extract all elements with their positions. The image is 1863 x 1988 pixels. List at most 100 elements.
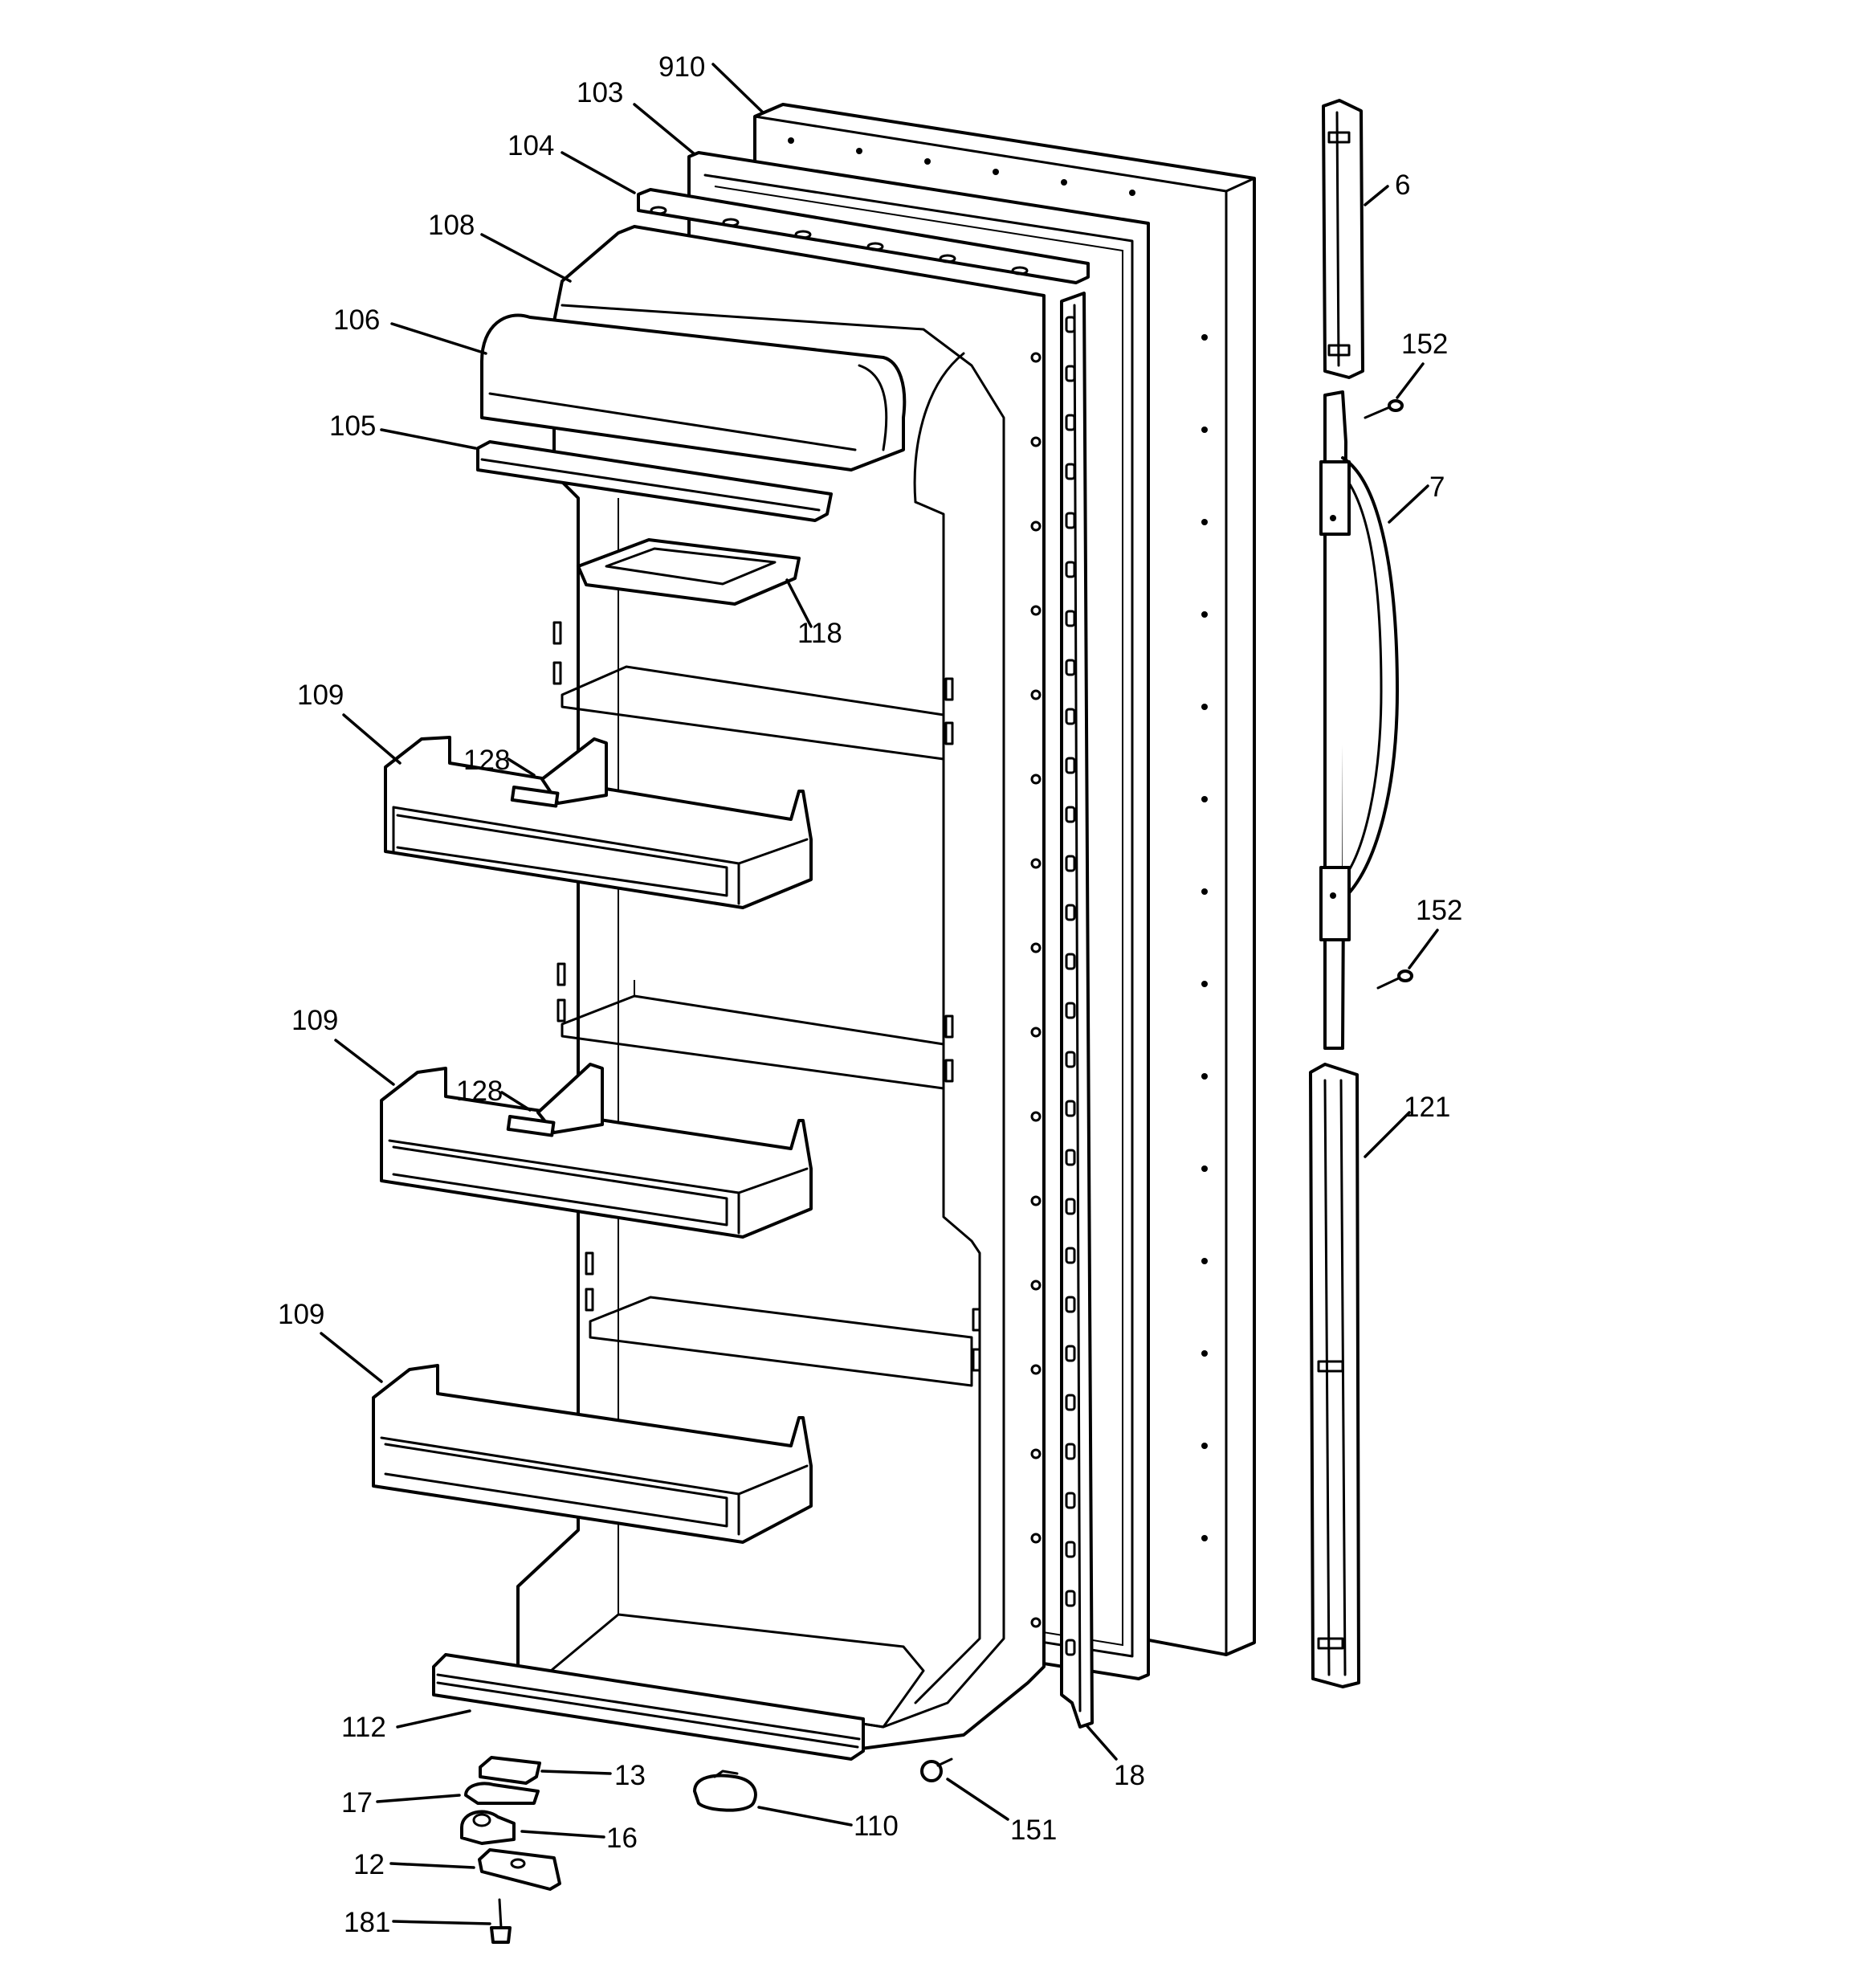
hinge-strip-slot	[1065, 1590, 1076, 1607]
callout-151: 151	[1010, 1815, 1057, 1846]
screw-part-152-upper	[1364, 399, 1404, 419]
screw-part-181	[490, 1898, 512, 1944]
strip-slot	[939, 254, 956, 263]
callout-112: 112	[341, 1712, 386, 1743]
liner-screw-hole	[1030, 689, 1042, 700]
liner-slot	[972, 1348, 981, 1372]
hinge-strip-slot	[1065, 1198, 1076, 1215]
panel-fastener-dot	[1201, 796, 1208, 802]
hinge-strip-slot	[1065, 806, 1076, 823]
hinge-strip-slot	[1065, 855, 1076, 872]
liner-screw-hole	[1030, 605, 1042, 616]
hinge-part-12	[478, 1848, 561, 1891]
callout-152-upper: 152	[1401, 329, 1448, 360]
panel-fastener-dot	[924, 158, 931, 165]
panel-fastener-dot	[993, 169, 999, 175]
handle-part-7	[1319, 390, 1399, 1050]
hinge-strip-slot	[1065, 365, 1076, 382]
hinge-strip-slot	[1065, 316, 1076, 333]
tray-part-118	[577, 538, 801, 606]
panel-fastener-dot	[856, 148, 862, 154]
hinge-strip-slot	[1065, 1296, 1076, 1313]
cap-part-110	[693, 1770, 757, 1812]
liner-slot	[944, 677, 954, 701]
strip-slot	[722, 218, 740, 227]
leader-lines	[320, 63, 1439, 1925]
trim-strip-part-121	[1309, 1063, 1360, 1688]
bottom-rail-part-112	[432, 1653, 865, 1761]
hinge-strip-slot	[1065, 1443, 1076, 1460]
panel-fastener-dot	[1201, 1535, 1208, 1541]
callout-109-middle: 109	[291, 1005, 338, 1036]
hinge-strip-slot	[1065, 1002, 1076, 1019]
callout-105: 105	[329, 410, 376, 442]
panel-fastener-dot	[1201, 704, 1208, 710]
hinge-plate-part-13	[479, 1756, 541, 1785]
liner-screw-hole	[1030, 858, 1042, 869]
callout-108: 108	[428, 210, 475, 241]
panel-fastener-dot	[1201, 888, 1208, 895]
panel-fastener-dot	[1201, 1073, 1208, 1080]
hinge-strip-slot	[1065, 512, 1076, 529]
panel-fastener-dot	[1201, 1443, 1208, 1449]
callout-910: 910	[658, 51, 705, 83]
callout-labels: 910 103 104 108 106 105 118 109 128 109 …	[278, 51, 1462, 1938]
callout-16: 16	[606, 1823, 638, 1854]
door-bin-part-109-upper	[384, 736, 813, 909]
hinge-strip-slot	[1065, 463, 1076, 480]
liner-slot	[944, 1014, 954, 1039]
hinge-strip-slot	[1065, 1051, 1076, 1068]
callout-13: 13	[614, 1760, 646, 1791]
strip-slot	[1011, 266, 1029, 276]
callout-128-upper: 128	[463, 745, 510, 776]
callout-121: 121	[1404, 1092, 1450, 1123]
hinge-strip-slot	[1065, 904, 1076, 921]
liner-screw-hole	[1030, 1027, 1042, 1038]
bushing-part-16	[460, 1810, 516, 1845]
hinge-strip-slot	[1065, 1394, 1076, 1411]
screw-part-152-lower	[1376, 970, 1413, 990]
panel-fastener-dot	[1201, 334, 1208, 341]
top-bin-part-106	[480, 313, 907, 471]
hinge-strip-slot	[1065, 1149, 1076, 1166]
hinge-strip-slot	[1065, 757, 1076, 774]
callout-152-lower: 152	[1416, 895, 1462, 926]
liner-slot	[972, 1308, 981, 1332]
panel-fastener-dot	[1201, 611, 1208, 618]
panel-fastener-dot	[788, 137, 794, 144]
liner-screw-hole	[1030, 942, 1042, 953]
callout-181: 181	[344, 1907, 390, 1938]
hinge-strip-slot	[1065, 610, 1076, 627]
hinge-strip-slot	[1065, 1100, 1076, 1117]
callout-128-middle: 128	[456, 1076, 503, 1107]
liner-slot	[944, 721, 954, 745]
bin-front-part-105	[476, 440, 833, 522]
door-bin-part-109-middle	[380, 1063, 813, 1239]
callout-104: 104	[508, 130, 554, 161]
hinge-strip-slot	[1065, 561, 1076, 578]
hinge-strip-slot	[1065, 414, 1076, 431]
liner-screw-hole	[1030, 1617, 1042, 1628]
panel-fastener-dot	[1201, 981, 1208, 987]
panel-fastener-dot	[1201, 1258, 1208, 1264]
panel-fastener-dot	[1201, 1165, 1208, 1172]
hinge-strip-slot	[1065, 953, 1076, 970]
liner-screw-hole	[1030, 1195, 1042, 1206]
callout-17: 17	[341, 1787, 373, 1819]
liner-slot	[552, 621, 562, 645]
liner-screw-hole	[1030, 520, 1042, 532]
panel-fastener-dot	[1201, 427, 1208, 433]
hinge-strip-slot	[1065, 708, 1076, 725]
liner-screw-hole	[1030, 436, 1042, 447]
panel-fastener-dot	[1061, 179, 1067, 186]
strip-slot	[866, 242, 884, 251]
liner-slot	[552, 661, 562, 685]
strip-slot	[650, 206, 667, 215]
panel-fastener-dot	[1201, 1350, 1208, 1357]
callout-109-lower: 109	[278, 1299, 324, 1330]
screw-part-151	[920, 1757, 953, 1782]
panel-fastener-dot	[1129, 190, 1135, 196]
liner-screw-hole	[1030, 1111, 1042, 1122]
callout-103: 103	[577, 77, 623, 108]
